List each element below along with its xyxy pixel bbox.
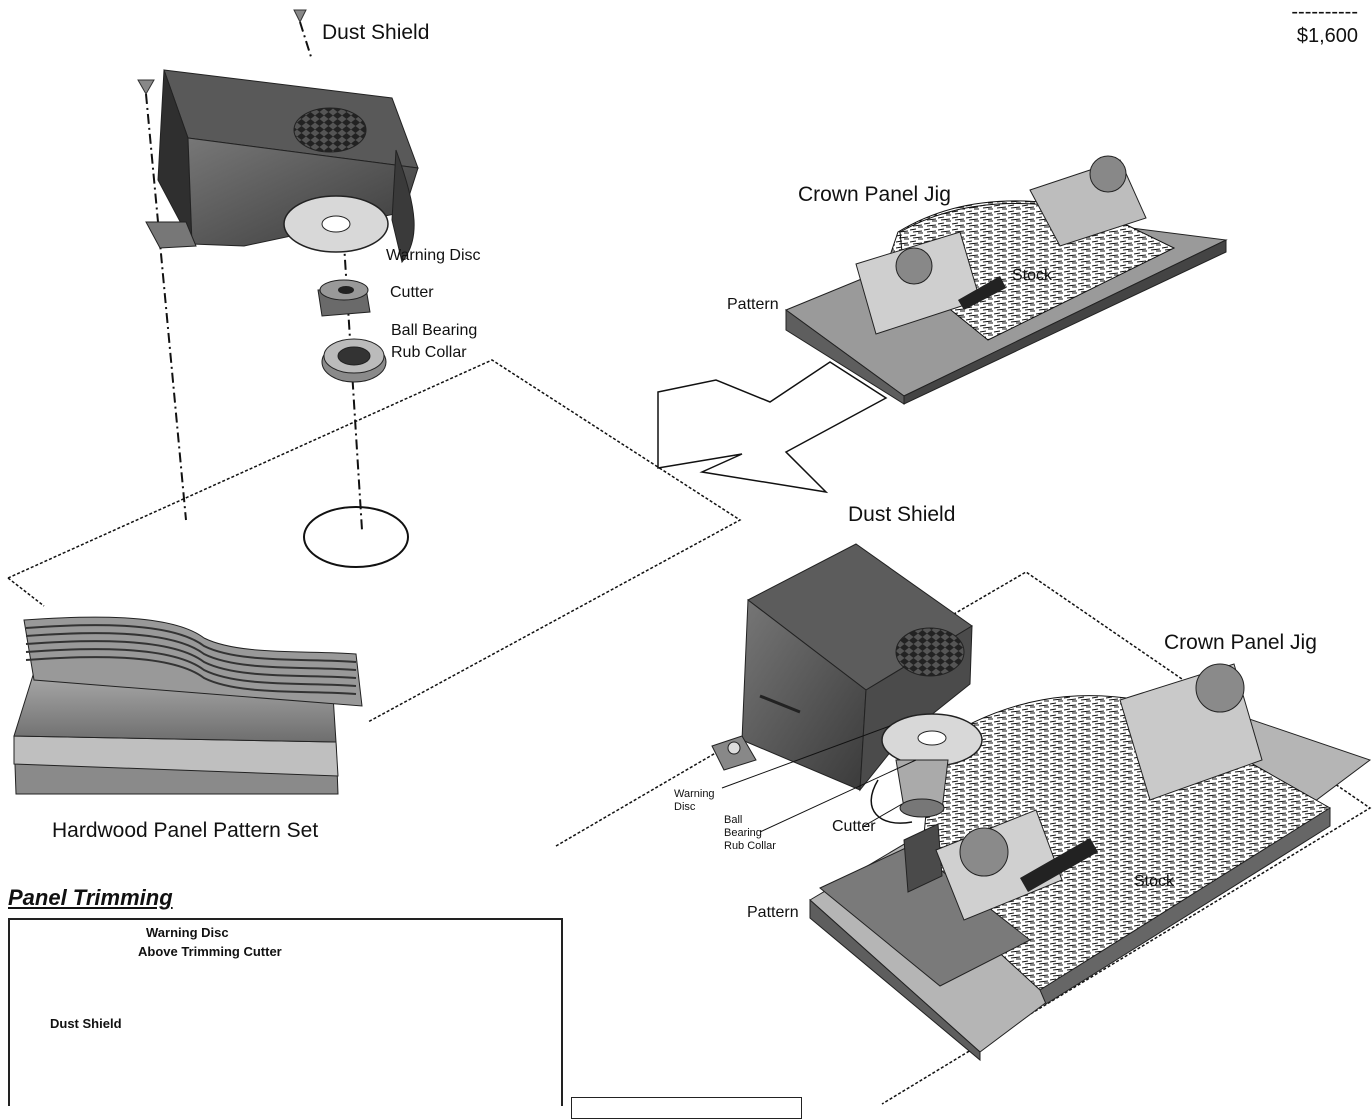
label-warning-disc-bottom: Warning Disc	[674, 788, 724, 814]
label-rub-collar-top: Rub Collar	[391, 344, 467, 362]
inset-label-dust-shield: Dust Shield	[50, 1016, 122, 1031]
pattern-set-caption: Hardwood Panel Pattern Set	[52, 819, 318, 843]
label-ball-bearing-top: Ball Bearing	[391, 322, 477, 340]
label-dust-shield-top: Dust Shield	[322, 21, 429, 45]
cutter-bottom	[871, 760, 948, 823]
hardwood-pattern-set	[14, 617, 362, 794]
label-cutter-bottom: Cutter	[832, 818, 876, 836]
label-dust-shield-bottom: Dust Shield	[848, 503, 955, 527]
inset-label-warning-disc: Warning Disc	[146, 925, 229, 940]
label-stock-top: Stock	[1012, 267, 1052, 285]
label-stock-bottom: Stock	[1134, 873, 1174, 891]
warning-disc-bottom	[882, 714, 982, 766]
panel-trimming-heading: Panel Trimming	[8, 885, 173, 911]
label-crown-panel-jig-top: Crown Panel Jig	[798, 183, 951, 207]
label-warning-disc-top: Warning Disc	[386, 247, 481, 265]
cutter-top	[318, 280, 370, 316]
label-pattern-top: Pattern	[727, 296, 779, 314]
price-dashes: ----------	[1291, 0, 1358, 24]
bottom-partial-box	[571, 1097, 802, 1119]
label-pattern-bottom: Pattern	[747, 904, 799, 922]
panel-trimming-inset: Warning Disc Above Trimming Cutter Dust …	[8, 918, 563, 1106]
cutter-hole-circle	[304, 507, 408, 567]
label-crown-panel-jig-bottom: Crown Panel Jig	[1164, 631, 1317, 655]
direction-arrow	[658, 362, 886, 492]
warning-disc-top	[284, 196, 388, 252]
price-amount: $1,600	[1291, 24, 1358, 48]
price-block: ---------- $1,600	[1291, 0, 1358, 48]
label-ball-bearing-rub-collar-bottom: Ball Bearing Rub Collar	[724, 814, 776, 853]
label-cutter-top: Cutter	[390, 284, 434, 302]
bearing-top	[322, 339, 386, 382]
inset-label-above-trimming-cutter: Above Trimming Cutter	[138, 944, 282, 959]
